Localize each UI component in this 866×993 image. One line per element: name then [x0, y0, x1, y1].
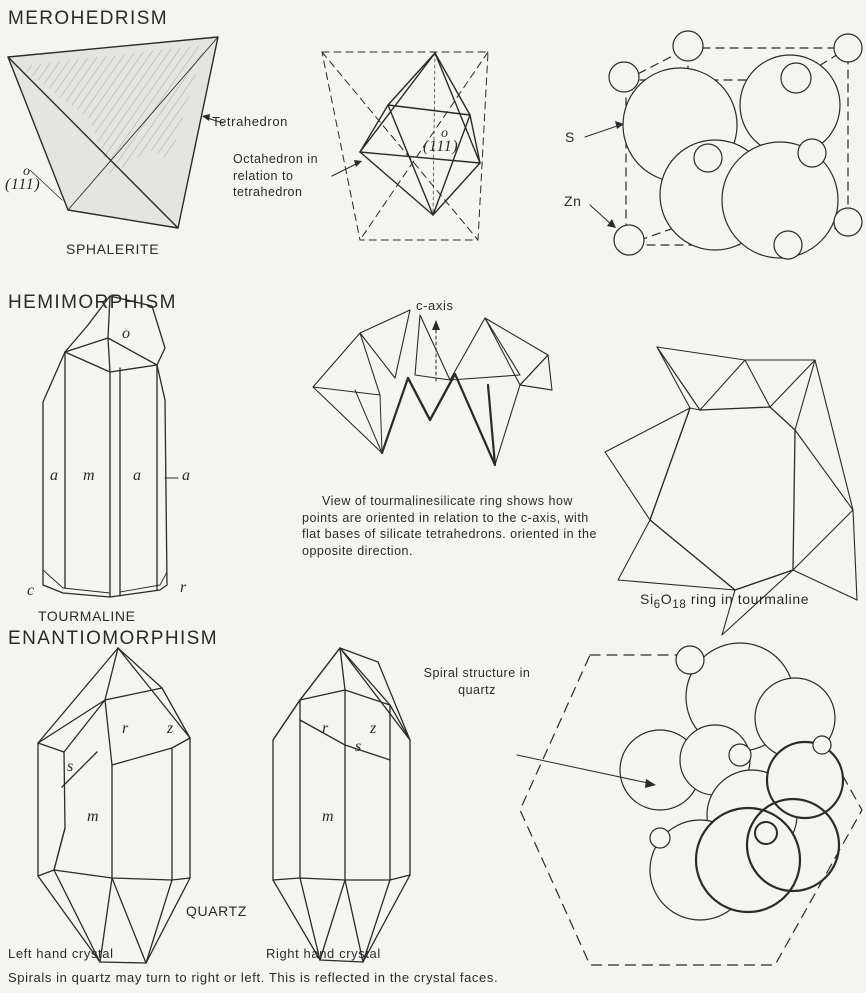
octahedron-in-tetrahedron [322, 52, 488, 240]
tourmaline-crystal [43, 296, 167, 597]
sphalerite-tetrahedron [8, 37, 218, 228]
octahedron-face-index: (111) [423, 138, 458, 156]
ring-formula-sub-18: 18 [672, 598, 686, 611]
tourmaline-face-r: r [180, 579, 187, 597]
ring-formula-label: Si6O18 ring in tourmaline [640, 591, 809, 611]
zinc-label: Zn [564, 193, 582, 209]
tourmaline-face-c: c [27, 582, 35, 600]
right-face-m: m [322, 808, 334, 826]
tourmaline-face-a: a [50, 467, 59, 485]
left-face-r: r [122, 720, 129, 738]
ring-formula-sub-6: 6 [654, 598, 661, 611]
octahedron-label: Octahedron in relation to tetrahedron [233, 151, 343, 201]
ring-formula-o: O [661, 591, 673, 607]
c-axis-label: c-axis [416, 298, 454, 313]
quartz-name: QUARTZ [186, 903, 247, 919]
enantiomorphism-heading: ENANTIOMORPHISM [8, 628, 218, 650]
ring-formula-si: Si [640, 591, 654, 607]
left-face-z: z [167, 720, 174, 738]
ring-formula-text: ring in tourmaline [691, 591, 809, 607]
left-face-m: m [87, 808, 99, 826]
sphalerite-face-index: (111) [5, 176, 40, 194]
tourmaline-face-m: m [83, 467, 95, 485]
left-hand-crystal-label: Left hand crystal [8, 946, 114, 961]
right-face-z: z [370, 720, 377, 738]
tourmaline-face-o: o [122, 325, 131, 343]
tourmaline-face-a3: a [182, 467, 191, 485]
quartz-spiral-structure [520, 643, 862, 965]
tourmaline-ring-side-view [313, 310, 552, 465]
tourmaline-face-a2: a [133, 467, 142, 485]
tourmaline-name: TOURMALINE [38, 608, 136, 624]
tetrahedron-label: Tetrahedron [212, 114, 288, 129]
footer-caption: Spirals in quartz may turn to right or l… [8, 970, 498, 985]
left-face-s: s [67, 758, 74, 776]
right-hand-crystal-label: Right hand crystal [266, 946, 381, 961]
merohedrism-heading: MEROHEDRISM [8, 8, 168, 30]
sphalerite-name: SPHALERITE [66, 241, 159, 257]
spiral-label: Spiral structure in quartz [412, 665, 542, 698]
right-face-s: s [355, 738, 362, 756]
sphalerite-unit-cell [609, 31, 862, 259]
ring-caption: View of tourmalinesilicate ring shows ho… [302, 493, 597, 559]
right-hand-quartz-crystal [273, 648, 410, 962]
hemimorphism-heading: HEMIMORPHISM [8, 292, 177, 314]
sulfur-label: S [565, 129, 575, 145]
right-face-r: r [322, 720, 329, 738]
left-hand-quartz-crystal [38, 648, 190, 963]
